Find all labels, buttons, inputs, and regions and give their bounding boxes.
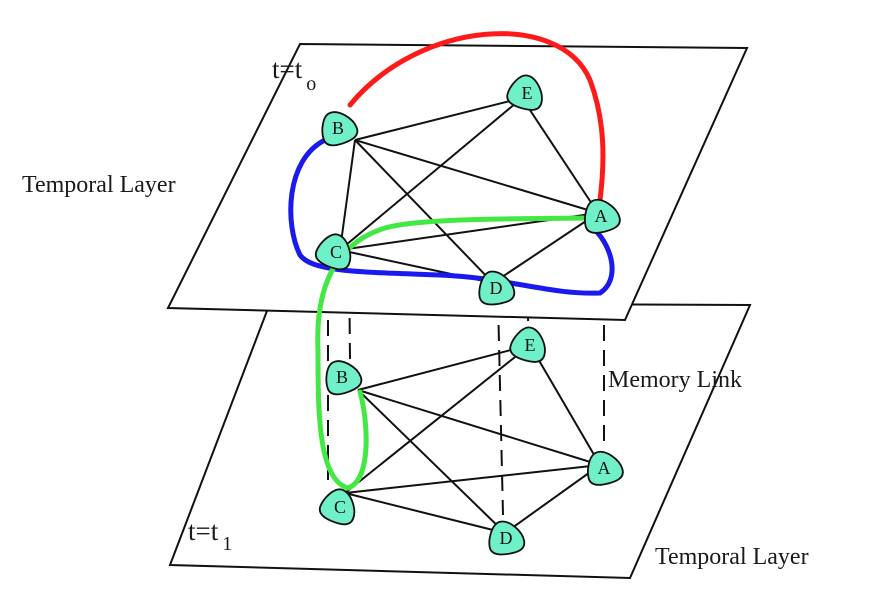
node-letter: A bbox=[598, 458, 611, 478]
memory-link-d bbox=[497, 299, 504, 516]
top-layer-caption: Temporal Layer bbox=[22, 172, 176, 198]
node-c-top: C bbox=[314, 233, 352, 271]
node-e-bottom: E bbox=[509, 326, 546, 363]
node-b-top: B bbox=[321, 111, 359, 147]
node-b-bottom: B bbox=[325, 360, 363, 396]
top-temporal-plane bbox=[166, 42, 749, 322]
node-e-top: E bbox=[506, 74, 543, 111]
bottom-layer-caption: Temporal Layer bbox=[655, 544, 809, 570]
bottom-temporal-plane bbox=[168, 301, 752, 580]
node-letter: E bbox=[522, 83, 533, 103]
node-letter: B bbox=[332, 118, 344, 138]
node-d-bottom: D bbox=[488, 520, 526, 556]
node-letter: D bbox=[490, 278, 503, 298]
green-path bbox=[315, 215, 588, 491]
node-c-bottom: C bbox=[318, 488, 356, 526]
node-letter: A bbox=[595, 206, 608, 226]
node-d-top: D bbox=[478, 270, 516, 306]
node-letter: C bbox=[334, 497, 346, 517]
node-letter: C bbox=[330, 242, 342, 262]
memory-link-label: Memory Link bbox=[608, 367, 742, 393]
node-letter: E bbox=[525, 335, 536, 355]
node-a-bottom: A bbox=[587, 450, 624, 486]
red-path bbox=[347, 31, 606, 203]
node-a-top: A bbox=[584, 198, 621, 234]
bottom-layer-nodes: B E A C D bbox=[318, 326, 624, 556]
bottom-layer-edges bbox=[344, 344, 601, 534]
node-letter: D bbox=[500, 528, 513, 548]
top-layer-nodes: B E A C D bbox=[314, 74, 621, 306]
node-letter: B bbox=[336, 367, 348, 387]
blue-path bbox=[288, 137, 615, 296]
